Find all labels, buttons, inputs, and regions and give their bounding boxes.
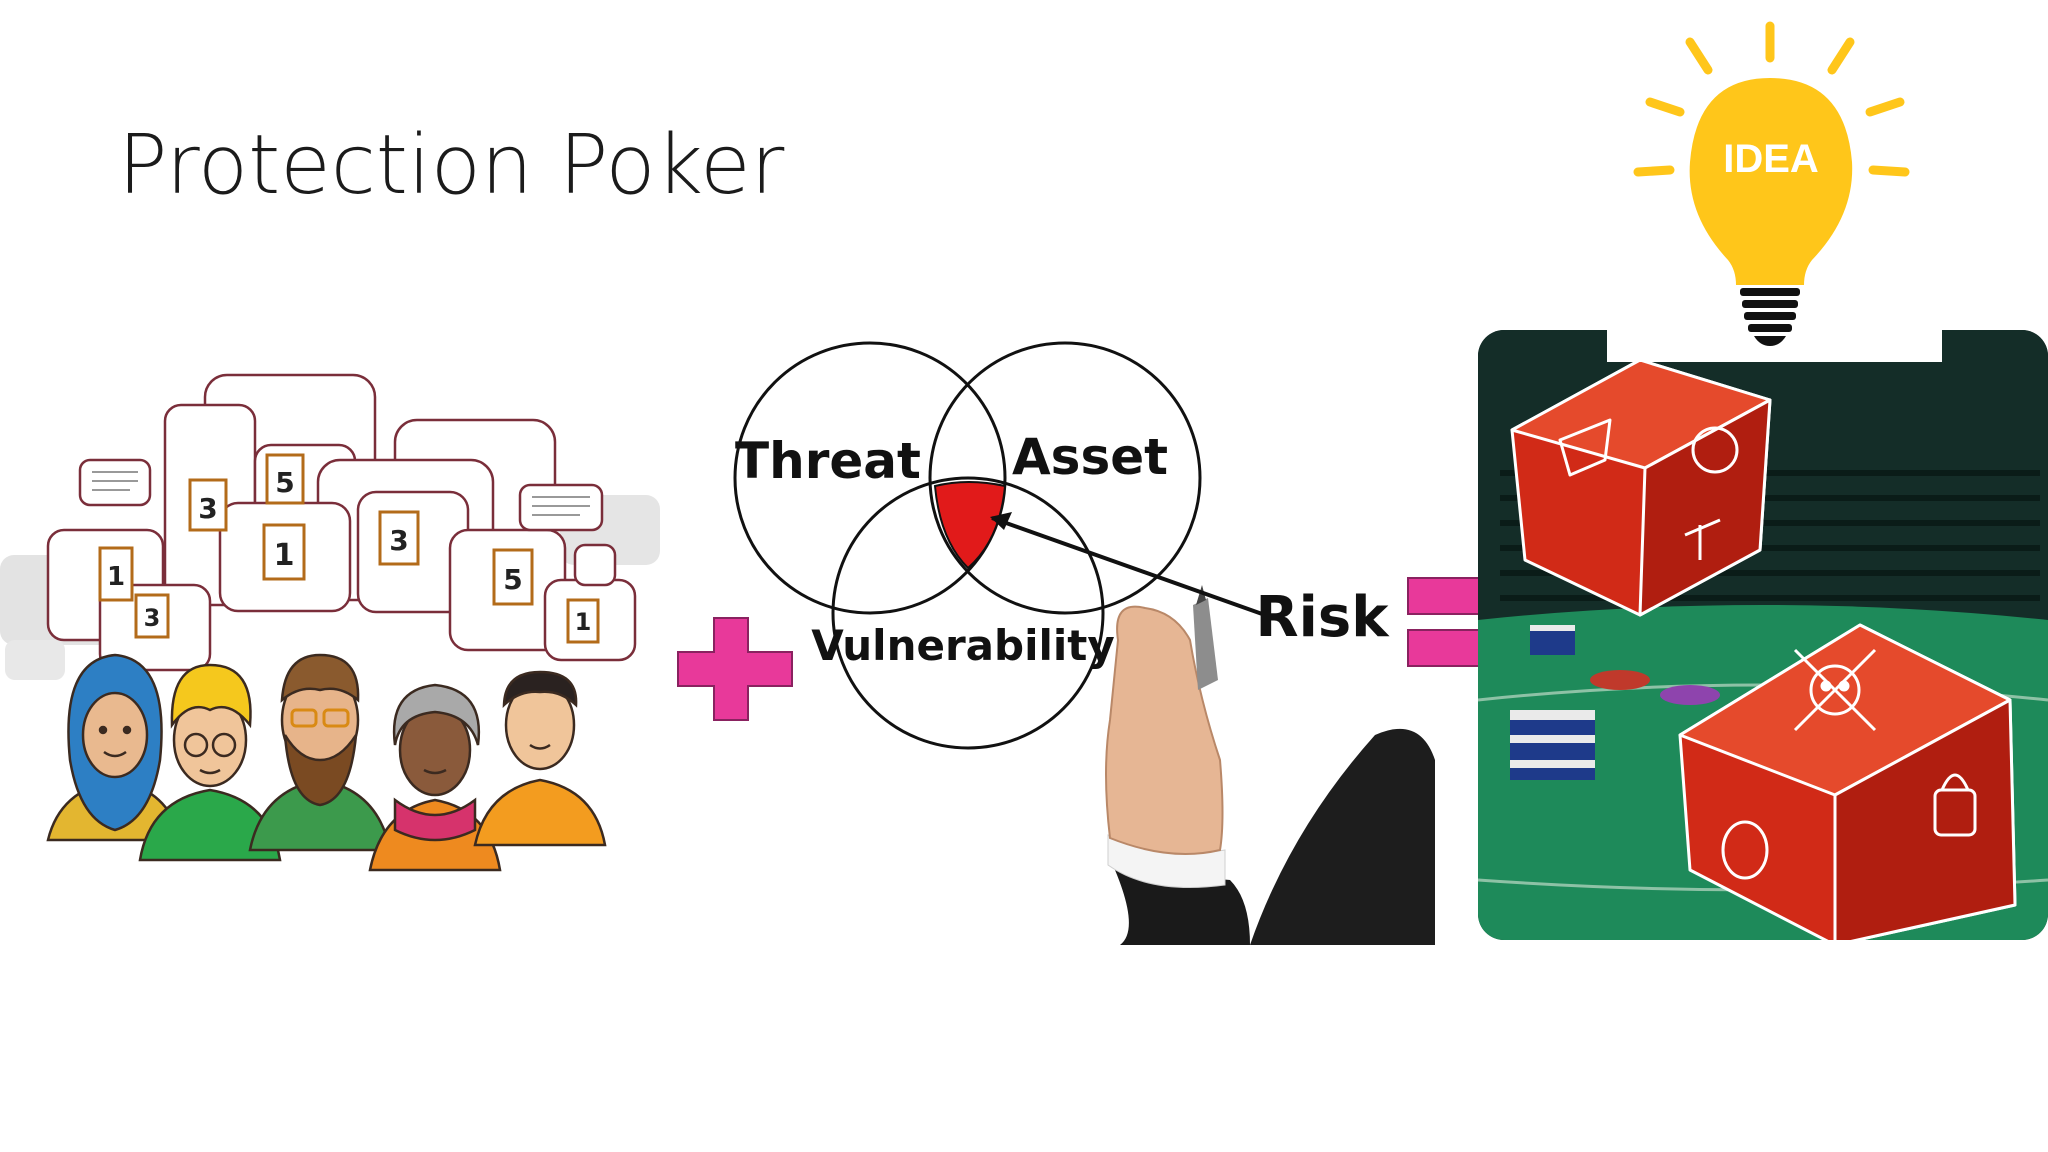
idea-label: IDEA (1723, 137, 1819, 181)
venn-vulnerability-label: Vulnerability (811, 621, 1114, 670)
venn-threat-label: Threat (735, 432, 921, 490)
slide-title: Protection Poker (118, 118, 785, 213)
venn-diagram: Threat Asset Vulnerability Risk (733, 341, 1435, 945)
vote-card: 3 (378, 510, 420, 566)
vote-card: 3 (134, 593, 170, 639)
svg-text:1: 1 (274, 538, 295, 573)
vote-card: 5 (492, 548, 534, 606)
lightbulb-idea-icon: IDEA (1607, 21, 1942, 362)
vote-card: 1 (566, 598, 600, 644)
svg-text:5: 5 (275, 466, 294, 499)
svg-text:3: 3 (144, 604, 161, 632)
vote-card: 1 (262, 523, 306, 581)
team-people-icon: 3 5 1 3 1 (0, 373, 660, 872)
svg-text:3: 3 (389, 524, 408, 557)
casino-dice-icon (1478, 330, 2048, 940)
venn-risk-label: Risk (1256, 585, 1391, 650)
vote-card: 1 (98, 546, 134, 602)
svg-text:1: 1 (107, 562, 125, 592)
vote-card: 3 (188, 478, 228, 532)
svg-text:5: 5 (503, 563, 522, 596)
venn-asset-label: Asset (1012, 428, 1168, 486)
vote-card: 5 (265, 453, 305, 505)
svg-text:3: 3 (198, 492, 217, 525)
svg-text:1: 1 (575, 608, 592, 636)
plus-sign-icon (677, 617, 793, 721)
hand-with-marker (1105, 585, 1435, 945)
voting-cards: 3 5 1 3 1 (98, 453, 600, 644)
